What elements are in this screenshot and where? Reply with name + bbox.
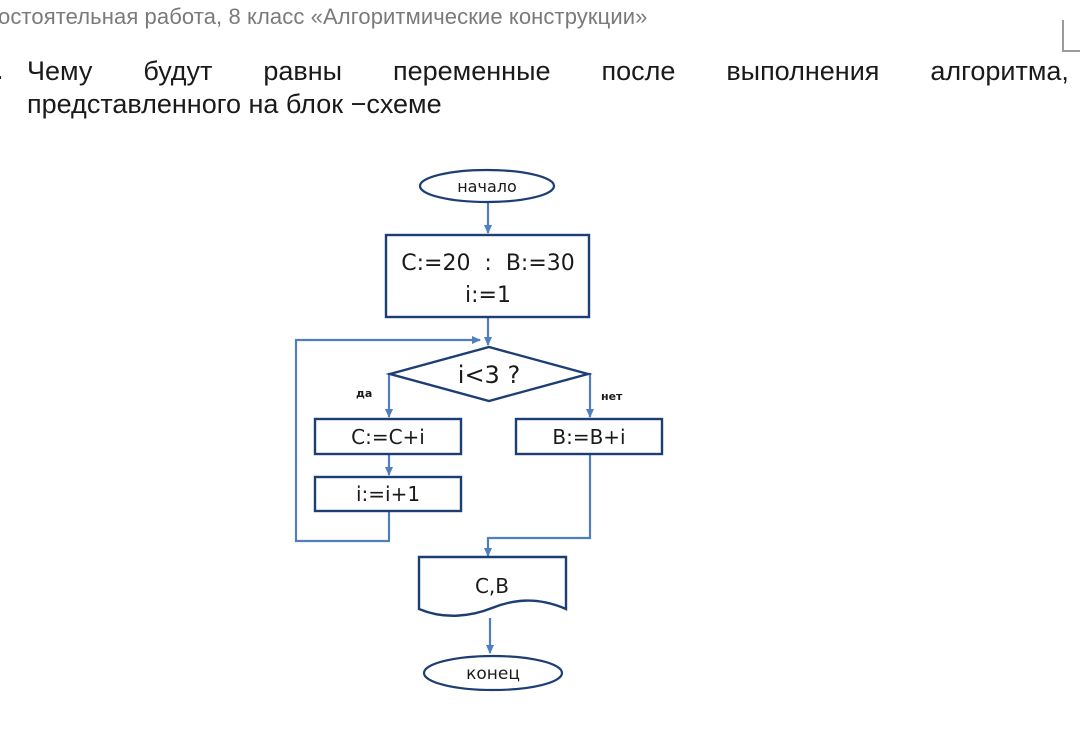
question-word: равны — [263, 56, 343, 86]
condition-decision — [385, 345, 593, 403]
question-number: . — [0, 55, 4, 86]
start-label: начало — [457, 177, 517, 196]
yes-step2-block — [313, 475, 463, 513]
question-line-2: представленного на блок −схеме — [27, 89, 442, 119]
question-word: будут — [143, 56, 213, 86]
output-label: C,B — [475, 574, 509, 598]
arrow-no-step-to-output — [484, 455, 592, 557]
question-line-1: Чему будут равны переменные после выполн… — [27, 55, 1069, 88]
condition-label: i<3 ? — [458, 361, 520, 389]
page-edge-mark — [1062, 20, 1080, 52]
no-branch-label: нет — [601, 390, 623, 403]
start-terminator — [418, 168, 556, 204]
yes-branch-label: да — [356, 387, 372, 400]
question-word: алгоритма, — [930, 56, 1069, 86]
question-word: переменные — [393, 56, 551, 86]
arrow-condition-yes — [385, 372, 393, 418]
init-block — [384, 233, 591, 319]
no-step-block — [514, 417, 664, 456]
loop-back-arrow — [294, 336, 481, 543]
question-word: Чему — [27, 56, 93, 86]
yes-step1-label: C:=C+i — [351, 425, 425, 449]
arrow-condition-no — [586, 372, 594, 418]
worksheet-header: остоятельная работа, 8 класс «Алгоритмич… — [0, 4, 648, 29]
yes-step2-label: i:=i+1 — [356, 482, 420, 506]
init-line-1: C:=20 : B:=30 — [401, 251, 575, 276]
no-step-label: B:=B+i — [552, 425, 625, 449]
question-text: Чему будут равны переменные после выполн… — [27, 55, 1069, 121]
end-label: конец — [466, 664, 520, 684]
yes-step1-block — [313, 417, 463, 456]
question-word: выполнения — [726, 56, 880, 86]
end-terminator — [422, 654, 564, 692]
output-block — [417, 555, 568, 617]
init-line-2: i:=1 — [465, 283, 511, 308]
question-word: после — [601, 56, 676, 86]
